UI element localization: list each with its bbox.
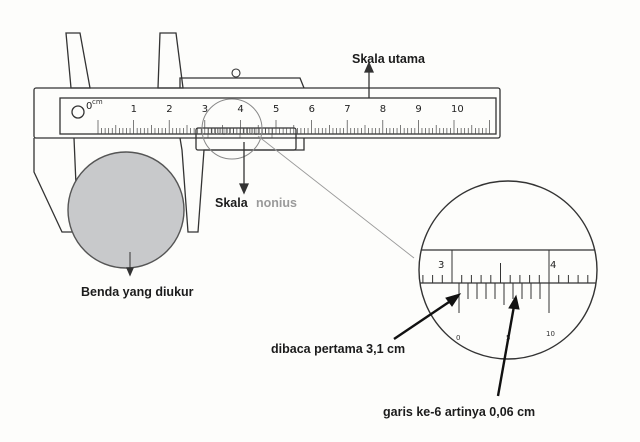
lower-sliding-jaw [179,137,305,233]
main-scale-number: 9 [415,104,421,115]
caliper-body [33,32,501,233]
object-label: Benda yang diukur [81,285,194,299]
main-scale-arrowhead [363,61,375,73]
main-scale-number: 3 [202,104,208,115]
main-scale-label: Skala utama [352,52,426,66]
beam-hole [71,105,85,119]
main-scale-plate [59,97,497,135]
first-reading-arrowhead [445,293,462,307]
main-scale-numbers: 1 2 3 4 5 6 7 8 9 10 [131,104,464,115]
main-scale-number: 8 [380,104,386,115]
zoom-vernier-ticks [458,283,550,313]
focus-circle [201,98,263,160]
main-scale-number: 6 [309,104,315,115]
vernier-scale-label-bold: Skala [215,196,249,210]
vernier-arrowhead [238,183,250,195]
upper-fixed-jaw [65,32,91,89]
zero-label: 0 [86,101,92,112]
zoom-main-ticks [422,250,589,283]
zoom-arrows [393,293,520,397]
vernier-scale-label-light: nonius [256,196,297,210]
zoom-vernier-number-10: 10 [546,330,555,338]
first-reading-label: dibaca pertama 3,1 cm [271,342,405,356]
main-scale-number: 2 [166,104,172,115]
upper-sliding-jaw [157,32,184,89]
main-scale-number: 5 [273,104,279,115]
zoom-main-number-3: 3 [438,260,444,271]
main-scale-number: 4 [237,104,243,115]
zoom-vernier-number-0: 0 [456,334,460,342]
main-beam [33,87,501,139]
pointer-arrows [126,61,375,277]
vernier-scale-ticks [207,128,273,138]
main-scale-number: 1 [131,104,137,115]
main-scale-ticks [97,120,490,134]
thumb-screw [231,68,241,78]
zoom-view: 3 4 0 5 10 [418,180,598,360]
sixth-line-arrowhead [508,294,520,310]
measured-object [67,151,185,269]
main-scale-number: 7 [344,104,350,115]
zoom-circle [418,180,598,360]
vernier-plate [195,127,297,151]
object-arrowhead [126,267,134,277]
zoom-guide-line [257,135,415,259]
sixth-line-label: garis ke-6 artinya 0,06 cm [383,405,535,419]
zoom-main-number-4: 4 [550,260,556,271]
sixth-line-arrow [496,305,516,397]
first-reading-arrow [393,299,453,340]
unit-label: cm [92,98,103,106]
slider-top [179,77,305,89]
main-scale-number: 10 [451,104,464,115]
